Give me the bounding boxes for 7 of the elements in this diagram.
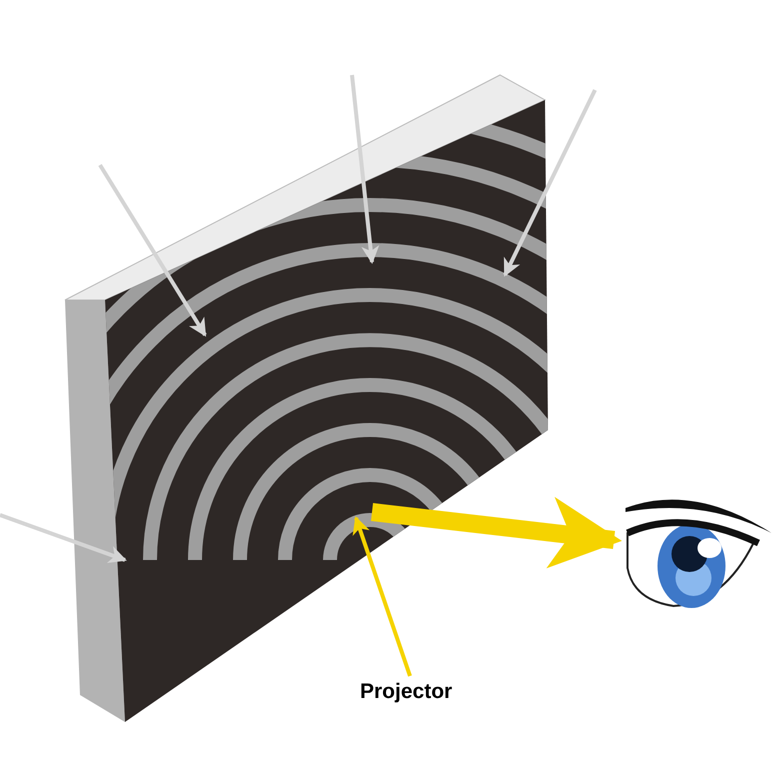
arrow	[98, 164, 207, 337]
arrow	[350, 74, 380, 264]
arrow	[0, 513, 127, 564]
device-label: Projector	[360, 679, 454, 705]
arrow	[370, 496, 622, 568]
arrow	[503, 89, 597, 277]
arrow	[352, 516, 412, 677]
